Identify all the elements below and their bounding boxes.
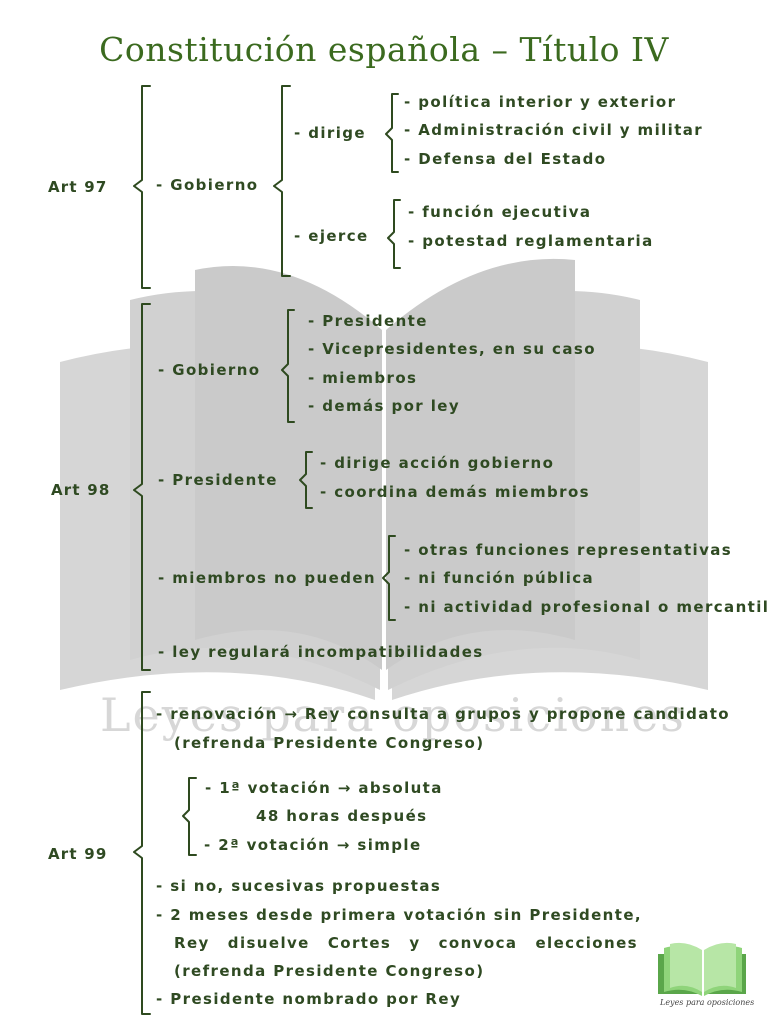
page-title: Constitución española – Título IV	[99, 30, 669, 69]
art98-gobierno-item: - Presidente	[308, 312, 428, 330]
bracket-art98	[133, 303, 151, 671]
bracket-ejerce	[387, 199, 401, 269]
bracket-dirige	[385, 93, 399, 173]
art98-miembros: - miembros no pueden	[158, 569, 376, 587]
art98-presidente: - Presidente	[158, 471, 278, 489]
art99-rey: Rey disuelve Cortes y convoca elecciones	[174, 934, 638, 952]
art99-nombrado: - Presidente nombrado por Rey	[156, 990, 462, 1008]
art99-horas: 48 horas después	[256, 807, 428, 825]
art98-miembros-item: - ni actividad profesional o mercantil	[404, 598, 768, 616]
art99-refrenda-2: (refrenda Presidente Congreso)	[174, 962, 485, 980]
watermark-text: Leyes para oposiciones	[100, 688, 686, 742]
bracket-art99	[133, 691, 151, 1015]
bracket-art97	[133, 85, 151, 289]
art97-dirige-item: - Defensa del Estado	[404, 150, 607, 168]
art97-gobierno: - Gobierno	[156, 176, 259, 194]
bracket-gobierno-98	[281, 309, 295, 423]
label-art98: Art 98	[51, 481, 111, 499]
bracket-presidente	[299, 451, 313, 509]
art98-presidente-item: - coordina demás miembros	[320, 483, 591, 501]
art98-presidente-item: - dirige acción gobierno	[320, 454, 555, 472]
art99-votacion-1: - 1ª votación → absoluta	[205, 779, 443, 797]
art97-dirige: - dirige	[294, 124, 366, 142]
art99-refrenda-1: (refrenda Presidente Congreso)	[174, 734, 485, 752]
label-art97: Art 97	[48, 178, 108, 196]
art99-votacion-2: - 2ª votación → simple	[204, 836, 422, 854]
art97-ejerce-item: - potestad reglamentaria	[408, 232, 654, 250]
art97-dirige-item: - Administración civil y militar	[404, 121, 704, 139]
bracket-miembros	[382, 535, 396, 621]
label-art99: Art 99	[48, 845, 108, 863]
bracket-gobierno-97	[273, 85, 291, 277]
art98-gobierno-item: - miembros	[308, 369, 418, 387]
art97-dirige-item: - política interior y exterior	[404, 93, 677, 111]
bracket-votaciones	[182, 777, 197, 856]
art97-ejerce-item: - función ejecutiva	[408, 203, 592, 221]
art97-ejerce: - ejerce	[294, 227, 369, 245]
art98-gobierno: - Gobierno	[158, 361, 261, 379]
art98-miembros-item: - ni función pública	[404, 569, 595, 587]
logo-caption: Leyes para oposiciones	[660, 998, 755, 1007]
art98-ley: - ley regulará incompatibilidades	[158, 643, 484, 661]
art99-meses: - 2 meses desde primera votación sin Pre…	[156, 906, 643, 924]
art98-gobierno-item: - demás por ley	[308, 397, 461, 415]
art98-miembros-item: - otras funciones representativas	[404, 541, 733, 559]
book-logo-icon	[658, 942, 746, 996]
art99-renovacion: - renovación → Rey consulta a grupos y p…	[156, 705, 731, 723]
art99-sino: - si no, sucesivas propuestas	[156, 877, 442, 895]
art98-gobierno-item: - Vicepresidentes, en su caso	[308, 340, 596, 358]
